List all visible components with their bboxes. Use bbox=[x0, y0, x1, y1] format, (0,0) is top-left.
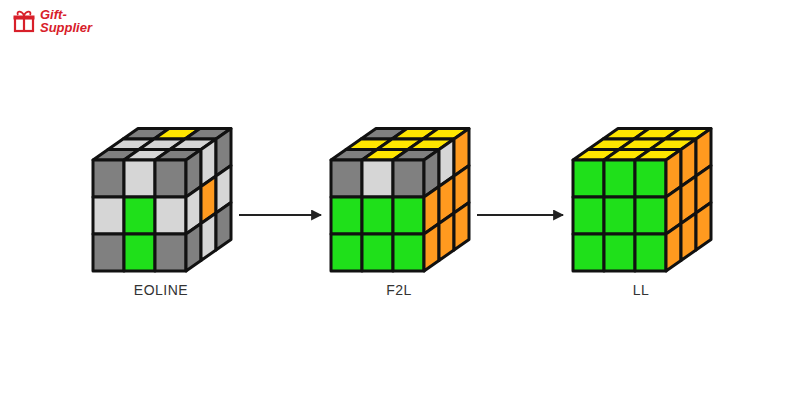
cube-facelet bbox=[696, 203, 711, 251]
cube-facelet bbox=[666, 224, 681, 272]
cube-facelet bbox=[681, 213, 696, 261]
flow-arrow bbox=[239, 214, 321, 216]
cube-facelet bbox=[331, 160, 362, 197]
cube-facelet bbox=[604, 234, 635, 271]
cube-facelet bbox=[635, 197, 666, 234]
cube-facelet bbox=[424, 224, 439, 272]
cube-facelet bbox=[93, 197, 124, 234]
cube-facelet bbox=[604, 160, 635, 197]
gift-icon bbox=[12, 9, 36, 33]
cube-facelet bbox=[439, 213, 454, 261]
cube-facelet bbox=[393, 197, 424, 234]
cube-facelet bbox=[216, 203, 231, 251]
cube-facelet bbox=[186, 224, 201, 272]
cube-stage: EOLINE bbox=[85, 118, 237, 298]
flow-arrow bbox=[477, 214, 563, 216]
cube-facelet bbox=[573, 197, 604, 234]
cube-facelet bbox=[573, 234, 604, 271]
cube-facelet bbox=[155, 160, 186, 197]
cube-facelet bbox=[635, 234, 666, 271]
cube-facelet bbox=[155, 197, 186, 234]
cube-facelet bbox=[124, 197, 155, 234]
gift-ribbon bbox=[23, 15, 25, 31]
stage-label: F2L bbox=[323, 282, 475, 298]
cube-facelet bbox=[635, 160, 666, 197]
cube-facelet bbox=[362, 160, 393, 197]
cube-facelet bbox=[124, 234, 155, 271]
cube-facelet bbox=[331, 197, 362, 234]
cube-illustration bbox=[323, 118, 475, 278]
cube-facelet bbox=[393, 160, 424, 197]
cube-stage: LL bbox=[565, 118, 717, 298]
cube-facelet bbox=[331, 234, 362, 271]
cube-facelet bbox=[93, 234, 124, 271]
cube-facelet bbox=[604, 197, 635, 234]
cube-facelet bbox=[93, 160, 124, 197]
cube-facelet bbox=[362, 197, 393, 234]
stage-label: EOLINE bbox=[85, 282, 237, 298]
cube-facelet bbox=[362, 234, 393, 271]
stage-label: LL bbox=[565, 282, 717, 298]
gift-bow bbox=[18, 12, 31, 15]
cube-facelet bbox=[454, 203, 469, 251]
cube-facelet bbox=[201, 213, 216, 261]
cube-stage: F2L bbox=[323, 118, 475, 298]
cube-facelet bbox=[573, 160, 604, 197]
cube-illustration bbox=[85, 118, 237, 278]
cube-illustration bbox=[565, 118, 717, 278]
watermark-logo: Gift-Supplier bbox=[40, 8, 110, 34]
cube-facelet bbox=[155, 234, 186, 271]
cube-facelet bbox=[393, 234, 424, 271]
cube-facelet bbox=[124, 160, 155, 197]
